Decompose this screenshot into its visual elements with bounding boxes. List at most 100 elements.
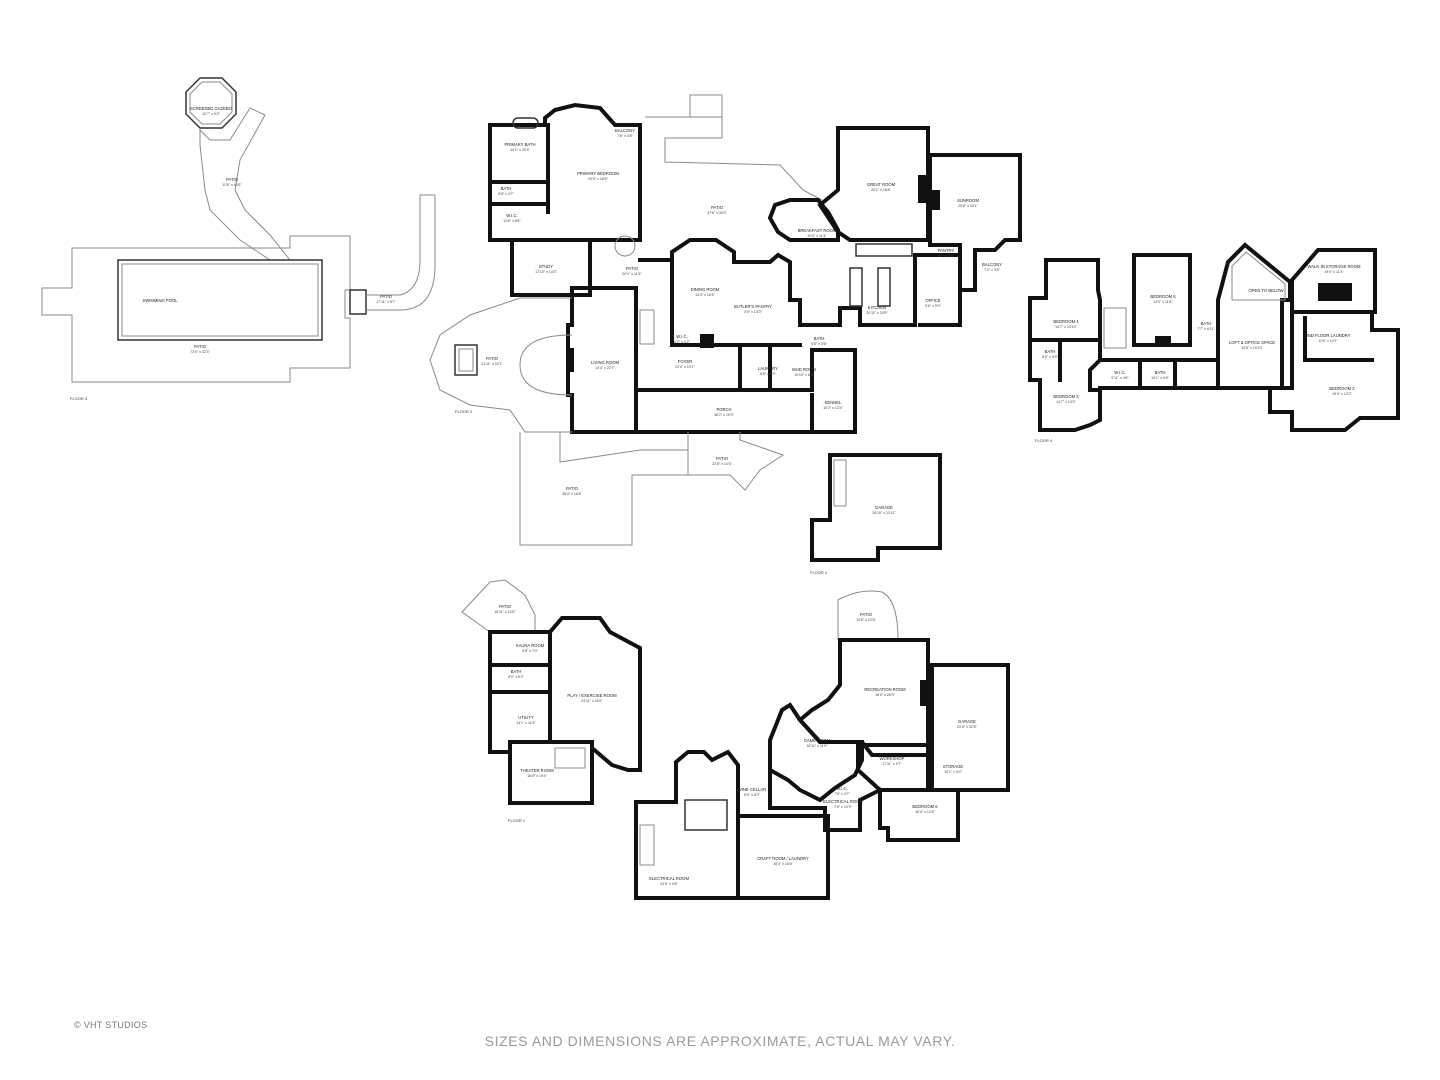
room-dimension: 24'6" x 9'6" (660, 882, 678, 886)
floor-4-center (1132, 253, 1192, 347)
room-dimension: 19'0" x 11'4" (1324, 270, 1344, 274)
floor-1-plan: FLOOR 1 (461, 579, 1010, 900)
room-label: BALCONY (615, 128, 635, 133)
sunroom-walls (928, 153, 1022, 292)
bedroom6-walls (878, 788, 960, 842)
room-dimension: 5'8" x 3'6" (811, 342, 827, 346)
room-dimension: 14'3" x 16'5" (695, 293, 715, 297)
room-label: PATIO (499, 604, 512, 609)
room-label: WINE CELLAR (738, 787, 766, 792)
room-label: BEDROOM 5 (1150, 294, 1176, 299)
room-dimension: 24'11" x 26'2" (581, 699, 603, 703)
room-label: PATIO (380, 294, 393, 299)
room-label: CRAFT ROOM / LAUNDRY (757, 856, 809, 861)
open-to-below (1231, 251, 1286, 301)
room-label: PORCH (716, 407, 731, 412)
room-dimension: 10'7" x 9'0" (202, 112, 220, 116)
center-lower-walls (768, 768, 883, 832)
copyright-notice: © VHT STUDIOS (74, 1020, 148, 1030)
room-label: GARAGE (958, 719, 976, 724)
room-dimension: 9'11" x 4'6" (1111, 376, 1129, 380)
room-label: PATIO (860, 612, 873, 617)
room-dimension: 5'8" x 7'0" (522, 649, 538, 653)
patio-planter-inner (458, 348, 474, 372)
room-label: SWIMMING POOL (142, 298, 178, 303)
room-label: SAUNA ROOM (516, 643, 545, 648)
room-label: SUNROOM (957, 198, 979, 203)
room-dimension: 19'6" x 12'8" (856, 618, 876, 622)
room-label: LAUNDRY (758, 366, 778, 371)
room-label: SCREENED GAZEBO (190, 106, 233, 111)
fireplace-recreation (920, 680, 929, 706)
room-dimension: 20'8" x 16'1" (958, 204, 978, 208)
porch-step (559, 432, 688, 463)
deck-stairs (689, 94, 723, 118)
room-label: BATH (511, 669, 522, 674)
front-patio-left (519, 432, 689, 546)
room-dimension: 5'8" x 4'7" (498, 192, 514, 196)
room-label: BEDROOM 6 (912, 804, 938, 809)
room-label: BEDROOM 4 (1053, 319, 1079, 324)
room-label: PRIMARY BATH (505, 142, 536, 147)
room-dimension: 11'8" x 14'5" (222, 183, 242, 187)
room-label: LOFT & OFFICE SPACE (1229, 340, 1275, 345)
gazebo-inner (189, 81, 233, 125)
room-label: PATIO (711, 205, 724, 210)
room-dimension: 14'1" x 20'4" (510, 148, 530, 152)
room-label: W.I.C. (836, 786, 847, 791)
room-label: PATIO (486, 356, 499, 361)
room-label: FOYER (678, 359, 692, 364)
foyer-fireplace (700, 334, 714, 348)
room-label: MUD ROOM (792, 367, 816, 372)
room-label: WORKSHOP (880, 756, 905, 761)
electrical-room-walls (634, 749, 740, 900)
room-label: BEDROOM 2 (1329, 386, 1355, 391)
room-dimension: 20'0" x 18'8" (588, 177, 608, 181)
floor-2-main-label: FLOOR 2 (455, 409, 473, 414)
kitchen-island-2 (877, 267, 891, 307)
gazebo-outline (185, 77, 237, 129)
room-dimension: 7'6" x 4'7" (834, 792, 850, 796)
pool-side-deck (349, 289, 367, 315)
study-walls (510, 238, 592, 297)
main-staircase (639, 309, 655, 345)
room-dimension: 14'7" x 14'10" (1055, 325, 1077, 329)
room-dimension: 46'2" x 10'0" (714, 413, 734, 417)
front-patio-right (687, 432, 785, 491)
room-dimension: 37'6" x 30'0" (707, 211, 727, 215)
room-dimension: 20'1" x 11'3" (622, 272, 642, 276)
room-label: ELECTRICAL ROOM (649, 876, 689, 881)
garage-lower-walls (930, 663, 1010, 792)
bay-patio (519, 334, 573, 396)
room-dimension: 17'11" x 9'7" (882, 762, 902, 766)
room-label: GREAT ROOM (867, 182, 896, 187)
garage-stairs (833, 459, 847, 507)
loft-walls (1216, 242, 1292, 390)
room-dimension: 20'8" x 22'8" (957, 725, 977, 729)
room-label: BREAKFAST ROOM (798, 228, 837, 233)
electrical-equipment (684, 799, 728, 831)
room-label: KITCHEN (868, 305, 886, 310)
disclaimer-text: SIZES AND DIMENSIONS ARE APPROXIMATE, AC… (484, 1033, 956, 1049)
curved-walkway (366, 194, 436, 311)
room-label: UTILITY (518, 715, 534, 720)
fireplace-living-room (566, 348, 574, 372)
pool-deck-outline (41, 235, 351, 383)
room-dimension: 16'3" x 16'6" (773, 862, 793, 866)
theater-screen (554, 747, 586, 769)
room-dimension: 14'1" x 11'5" (516, 721, 536, 725)
room-label: LIVING ROOM (591, 360, 619, 365)
floor-4-west-wing (1028, 258, 1102, 432)
room-label: BATH (814, 336, 825, 341)
bathtub (512, 117, 539, 129)
room-label: 2ND FLOOR LAUNDRY (1305, 333, 1350, 338)
room-dimension: 10'2" x 13'4" (823, 406, 843, 410)
room-dimension: 6'0" x 4'2" (674, 340, 690, 344)
great-room-walls (817, 126, 930, 242)
room-dimension: 8'5" x 5'9" (1042, 355, 1058, 359)
room-label: ELECTRICAL ROOM (823, 799, 863, 804)
floor-1-label: FLOOR 1 (508, 818, 526, 823)
room-label: DINING ROOM (691, 287, 720, 292)
room-label: STUDY (539, 264, 553, 269)
swimming-pool-inner (121, 263, 319, 337)
